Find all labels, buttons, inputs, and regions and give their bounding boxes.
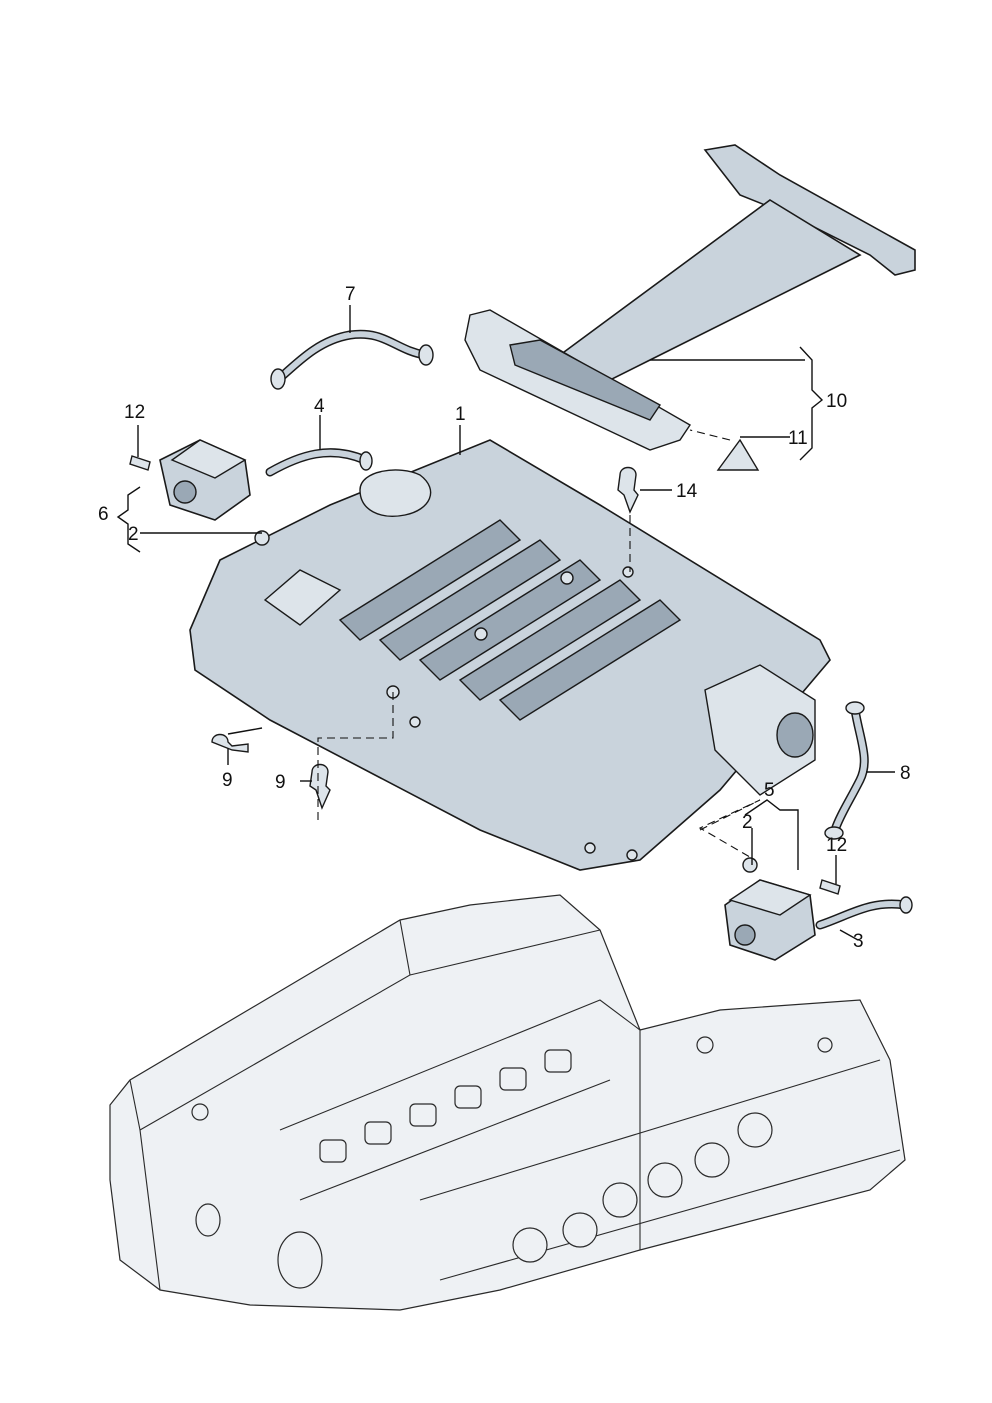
screw-12-lower <box>819 879 841 895</box>
callout-7: 7 <box>345 284 356 305</box>
callout-6: 6 <box>98 504 109 525</box>
callout-14: 14 <box>676 481 698 502</box>
stud-14 <box>617 466 639 514</box>
intake-manifold <box>189 439 831 871</box>
callout-9-left: 9 <box>222 770 233 791</box>
engine-block <box>109 894 906 1311</box>
stud-9-right <box>309 763 331 810</box>
hardware <box>129 438 841 895</box>
actuator-6 <box>159 439 270 546</box>
callout-11: 11 <box>788 428 808 449</box>
hose-4 <box>265 448 373 477</box>
callout-12-lower: 12 <box>826 835 847 856</box>
callout-12-upper: 12 <box>124 402 145 423</box>
engine-cover <box>464 144 916 451</box>
leader-lines <box>116 305 895 941</box>
breather-hose-7 <box>270 329 434 390</box>
screw-12-upper <box>129 455 151 471</box>
cam-journals <box>512 1112 773 1263</box>
callout-labels: 1 2 2 3 4 5 6 7 8 9 9 10 11 12 12 14 <box>98 284 911 952</box>
hose-3 <box>815 896 913 930</box>
cylinder-ports <box>319 1049 572 1163</box>
callout-8: 8 <box>900 763 911 784</box>
cap-11 <box>716 438 760 471</box>
callout-9-right: 9 <box>275 772 286 793</box>
callout-2-upper: 2 <box>128 524 139 545</box>
hose-8 <box>824 701 869 840</box>
actuator-5 <box>724 857 816 961</box>
callout-10: 10 <box>826 391 847 412</box>
dashed-lines <box>317 429 761 861</box>
callout-2-lower: 2 <box>742 812 753 833</box>
callout-4: 4 <box>314 396 325 417</box>
callout-5: 5 <box>764 780 775 801</box>
stud-9-left <box>211 733 249 753</box>
callout-3: 3 <box>853 931 864 952</box>
callout-1: 1 <box>455 404 466 425</box>
